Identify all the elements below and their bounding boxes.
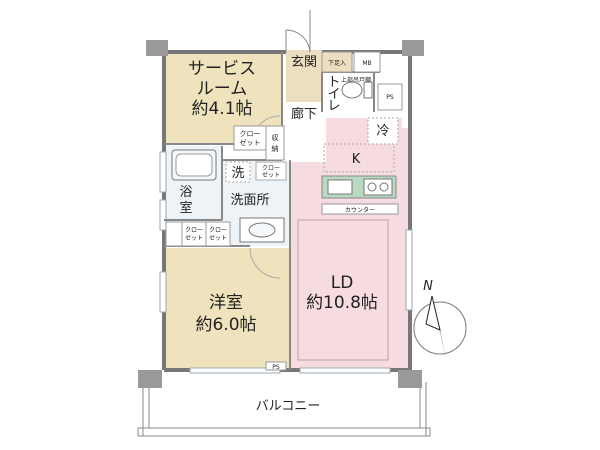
stove-burner-1 [367, 182, 377, 192]
western-room [164, 248, 292, 370]
fridge-label: 冷 [376, 124, 389, 139]
western-room-area: 約6.0帖 [195, 315, 256, 335]
compass-ring [413, 301, 467, 355]
shoe-box [321, 51, 353, 73]
western-closets [165, 221, 231, 247]
hallway-area [282, 102, 326, 162]
balcony-label: バルコニー [256, 399, 321, 414]
compass-label: N [423, 279, 433, 294]
closet-w1-line2: ゼット [185, 234, 203, 242]
closet-service-line1: クロー [240, 130, 261, 138]
service-room-label-2: ルーム [197, 79, 248, 99]
closet-w1-line1: クロー [185, 227, 203, 234]
ld-label: LD [331, 273, 354, 293]
column-top-left [146, 40, 168, 56]
shuno-storage [265, 125, 285, 161]
shuno-line2: 納 [272, 144, 279, 153]
counter-label: カウンター [345, 206, 375, 214]
washroom-label: 洗面所 [230, 193, 269, 208]
closet-service-line2: ゼット [240, 138, 261, 147]
entrance-label: 玄関 [291, 55, 317, 70]
ps-right-label: PS [386, 94, 394, 101]
windows [159, 151, 413, 374]
closet-wash-line2: ゼット [262, 171, 280, 179]
service-room-label-1: サービス [188, 59, 256, 79]
toilet-tank [363, 81, 373, 99]
column-bottom-right [398, 370, 422, 388]
closet-w2-line2: ゼット [209, 234, 227, 242]
shuno-line1: 収 [272, 134, 279, 142]
upper-shelf-label: 上部吊戸棚 [341, 76, 371, 84]
counter-bar [321, 203, 399, 215]
mb-label: MB [362, 60, 371, 67]
western-room-label: 洋室 [209, 293, 243, 313]
hallway-label: 廊下 [291, 106, 317, 122]
entrance-area [286, 50, 322, 102]
fridge-space [367, 117, 399, 145]
shoe-box-label: 下足入 [328, 60, 346, 67]
toilet-label-1: ト [327, 75, 340, 90]
ps-bottom-label: PS [272, 364, 280, 371]
ld-rug [297, 219, 389, 361]
wash-basin-bowl [248, 222, 276, 238]
stove-burner-2 [379, 182, 389, 192]
washer [225, 161, 251, 183]
closet-wash-line1: クロー [262, 165, 280, 172]
column-top-right [402, 40, 424, 56]
closet-service [233, 125, 267, 151]
bathroom-label-1: 浴 [179, 185, 192, 200]
western-room-door [249, 247, 281, 279]
balcony-rail-bottom [137, 427, 431, 437]
entrance-door [285, 10, 311, 53]
kitchen-area-outline [323, 143, 395, 173]
toilet-bowl [341, 81, 363, 99]
washer-label: 洗 [231, 166, 244, 181]
mb-box [353, 51, 381, 73]
ps-box-right [377, 83, 403, 111]
service-room-area: 約4.1帖 [191, 99, 252, 119]
kitchen-sink [327, 179, 353, 195]
toilet-label-3: レ [327, 99, 340, 114]
kitchen-label: K [352, 152, 361, 167]
compass-needle-tail [425, 295, 441, 331]
bathtub-inner [175, 153, 213, 177]
ld-area: 約10.8帖 [306, 293, 378, 313]
bathroom-label-2: 室 [179, 200, 192, 216]
compass: N [413, 279, 467, 358]
toilet-label-2: イ [327, 87, 340, 102]
closet-w2-line1: クロー [209, 227, 227, 234]
column-bottom-left [138, 370, 162, 388]
ps-box-bottom [265, 361, 287, 371]
closet-wash [255, 161, 287, 181]
